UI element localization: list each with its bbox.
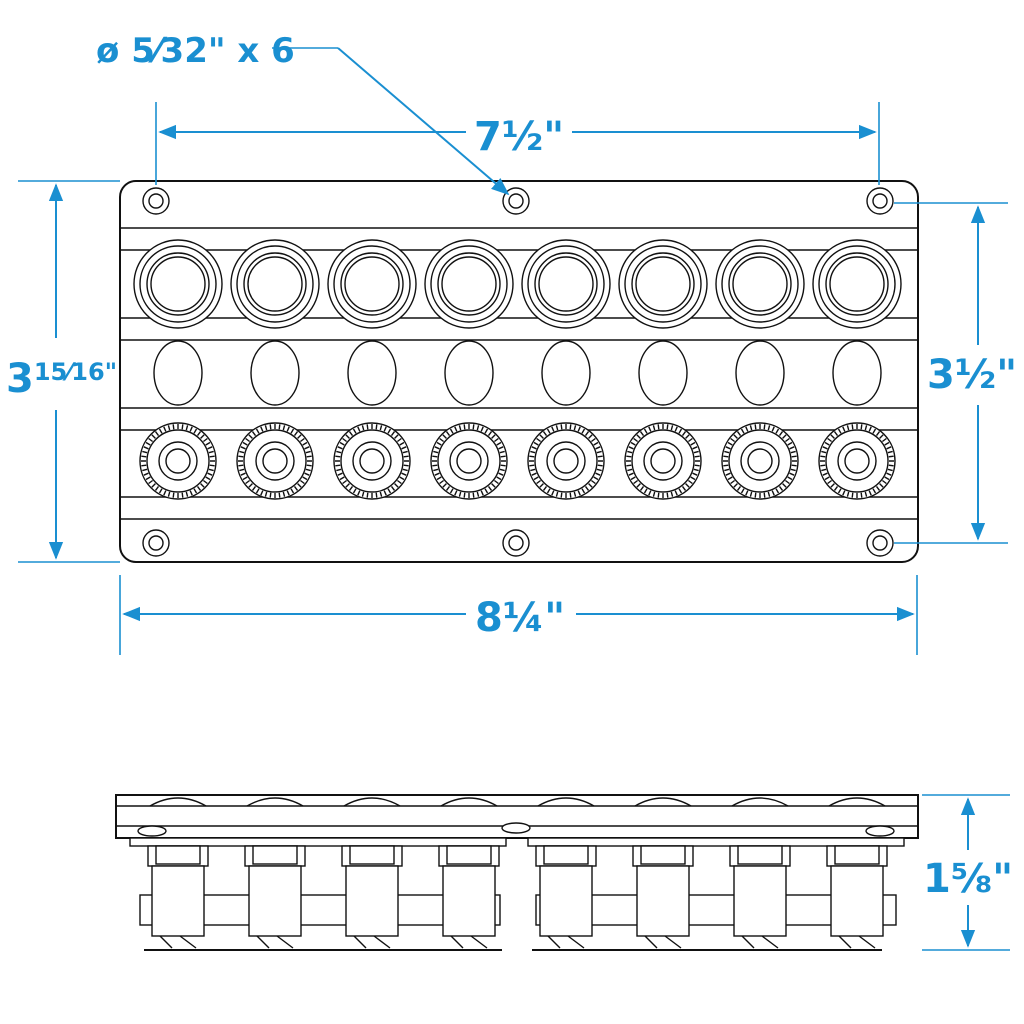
side-switch xyxy=(729,797,791,949)
front-view xyxy=(119,180,919,563)
label-window xyxy=(541,340,591,406)
fuse-holder xyxy=(333,422,411,500)
fuse-holder xyxy=(139,422,217,500)
label-window xyxy=(444,340,494,406)
hole-spacing-height-label: 3½" xyxy=(927,352,1017,398)
rocker-switch xyxy=(133,239,223,329)
rocker-switch xyxy=(618,239,708,329)
hole-spacing-width-label: 7½" xyxy=(474,114,564,160)
rocker-switch xyxy=(812,239,902,329)
fuse-holder xyxy=(430,422,508,500)
fuse-holder xyxy=(624,422,702,500)
overall-height-fraction: 15⁄16" xyxy=(34,358,117,386)
side-switch xyxy=(244,797,306,949)
rocker-switch xyxy=(424,239,514,329)
side-switch xyxy=(438,797,500,949)
dimension-annotations: ø 5⁄32" x 6 7½" 315⁄16" 3½" 8¼" 1⅝" xyxy=(6,31,1017,951)
mounting-hole xyxy=(502,187,530,215)
mounting-hole xyxy=(142,529,170,557)
side-switch-bodies xyxy=(147,797,888,949)
overall-height-label: 315⁄16" xyxy=(6,356,117,402)
panel-outline xyxy=(119,180,919,563)
label-window xyxy=(638,340,688,406)
label-window xyxy=(347,340,397,406)
rocker-switch xyxy=(521,239,611,329)
mounting-hole xyxy=(502,529,530,557)
side-faceplate xyxy=(115,794,919,839)
label-window xyxy=(153,340,203,406)
hole-spec-label: ø 5⁄32" x 6 xyxy=(96,31,295,71)
depth-label: 1⅝" xyxy=(923,856,1013,902)
label-window-row xyxy=(153,340,882,406)
rocker-switch xyxy=(230,239,320,329)
mounting-hole xyxy=(866,187,894,215)
label-window xyxy=(832,340,882,406)
mounting-hole xyxy=(142,187,170,215)
overall-width-label: 8¼" xyxy=(475,595,565,641)
mounting-holes xyxy=(142,187,894,557)
label-window xyxy=(250,340,300,406)
rocker-switch xyxy=(715,239,805,329)
side-switch xyxy=(535,797,597,949)
side-switch xyxy=(147,797,209,949)
fuse-holder xyxy=(236,422,314,500)
mounting-hole xyxy=(866,529,894,557)
side-switch xyxy=(341,797,403,949)
fuse-holder-row xyxy=(139,422,896,500)
label-window xyxy=(735,340,785,406)
side-view xyxy=(115,794,919,951)
fuse-holder xyxy=(721,422,799,500)
rocker-switch-row xyxy=(133,239,902,329)
side-switch xyxy=(826,797,888,949)
side-switch xyxy=(632,797,694,949)
rocker-switch xyxy=(327,239,417,329)
fuse-holder xyxy=(527,422,605,500)
fuse-holder xyxy=(818,422,896,500)
